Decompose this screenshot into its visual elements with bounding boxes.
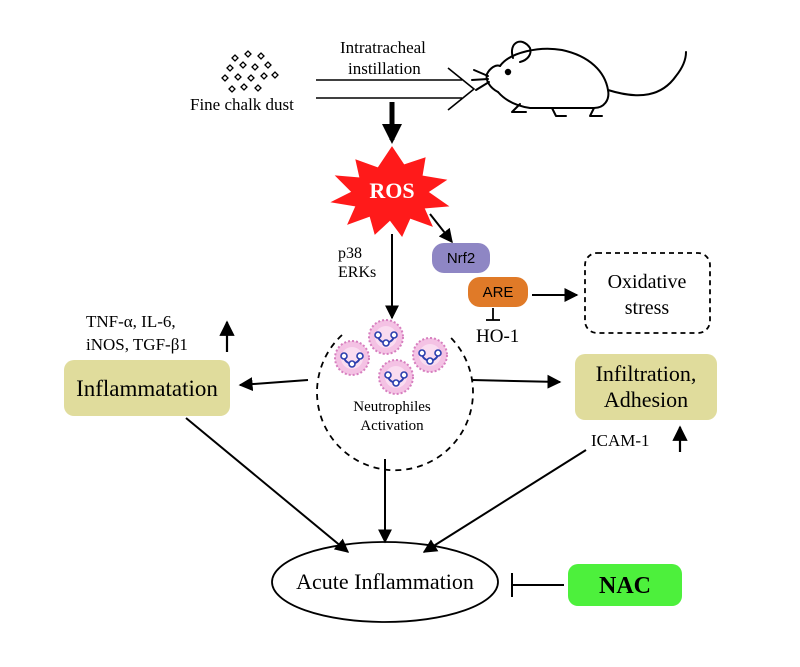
acute-inflammation-label: Acute Inflammation	[296, 569, 474, 594]
oxidative-label-line1: Oxidative	[608, 271, 687, 293]
nac-label: NAC	[599, 573, 651, 599]
chalk-dust-icon	[221, 50, 279, 93]
ros-to-nrf2-arrow	[429, 213, 453, 244]
route-label-line2: instillation	[348, 59, 421, 78]
are-box	[468, 277, 528, 307]
neutrophil-cell	[378, 359, 414, 395]
chalk-dust-label: Fine chalk dust	[190, 95, 294, 114]
nrf2-label: Nrf2	[447, 250, 475, 267]
neutrophils-label-line1: Neutrophiles	[353, 399, 431, 415]
neutrophil-cells	[334, 319, 448, 395]
ros-label: ROS	[369, 178, 414, 203]
infiltration-to-acute-arrow	[422, 449, 587, 553]
inflammation-box	[64, 360, 230, 416]
infiltration-label-line1: Infiltration,	[596, 361, 697, 386]
oxidative-stress-box	[584, 252, 711, 334]
neutrophils-to-infiltration-arrow	[471, 374, 562, 389]
route-label-line1: Intratracheal	[340, 38, 426, 57]
neutrophil-cell	[368, 319, 404, 355]
infiltration-box	[575, 354, 717, 420]
erks-label: ERKs	[338, 264, 376, 281]
are-label: ARE	[483, 284, 514, 301]
infiltration-label-line2: Adhesion	[604, 387, 688, 412]
neutrophils-dashed-circle	[316, 334, 474, 472]
icam-label: ICAM-1	[591, 431, 650, 450]
cytokines-line2: iNOS, TGF-β1	[86, 335, 188, 354]
p38-label: p38	[338, 245, 362, 262]
nac-box	[568, 564, 682, 606]
nrf2-box	[432, 243, 490, 273]
neutrophils-to-inflammation-arrow	[238, 377, 309, 392]
instillation-arrow	[316, 67, 476, 111]
ho1-label: HO-1	[476, 326, 519, 347]
neutrophils-label-line2: Activation	[360, 418, 424, 434]
acute-inflammation-ellipse	[271, 541, 499, 623]
inflammation-to-acute-arrow	[185, 417, 350, 553]
cytokines-line1: TNF-α, IL-6,	[86, 312, 176, 331]
inflammation-label: Inflammatation	[76, 376, 218, 401]
neutrophil-cell	[412, 337, 448, 373]
mouse-icon	[471, 40, 687, 117]
ros-burst	[330, 146, 450, 237]
neutrophil-cell	[334, 340, 370, 376]
oxidative-label-line2: stress	[625, 297, 670, 319]
